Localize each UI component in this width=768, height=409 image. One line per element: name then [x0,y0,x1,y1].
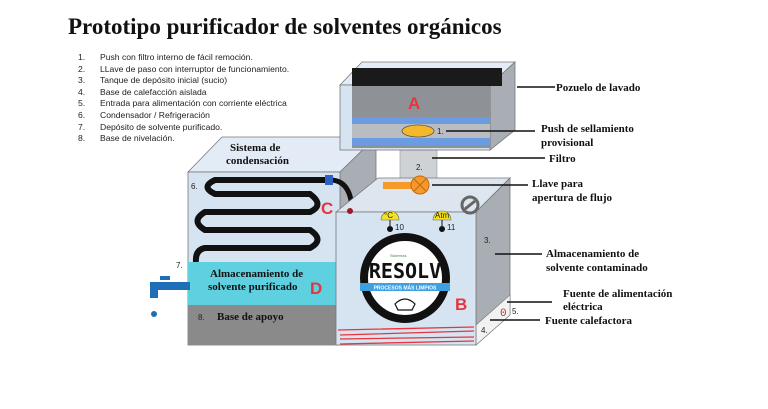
support-base [188,305,340,345]
page-title: Prototipo purificador de solventes orgán… [68,14,502,39]
legend-item: 7.Depósito de solvente purificado. [78,121,223,132]
svg-text:6.: 6. [191,182,198,191]
contaminated-tank: B 3. 4. 5. 0 Sistemas RESOLV PROCESOS MÁ… [334,177,519,346]
svg-text:Sistemas: Sistemas [390,253,406,258]
svg-text:4.: 4. [481,326,488,335]
flow-valve[interactable] [383,175,430,195]
svg-text:apertura de flujo: apertura de flujo [532,192,613,204]
svg-text:condensación: condensación [226,155,289,167]
label-push: Push de sellamiento [541,123,634,135]
svg-text:10: 10 [395,223,404,232]
purified-storage [188,262,340,305]
svg-text:°C: °C [384,211,393,220]
faucet-icon[interactable] [150,276,190,317]
label-pozuelo: Pozuelo de lavado [556,82,641,94]
resolv-logo: Sistemas RESOLV PROCESOS MÁS LIMPIOS [360,233,450,323]
heater-coil [337,326,475,345]
label-sistema: Sistema de [230,142,281,154]
legend-list: 1.Push con filtro interno de fácil remoc… [78,52,289,145]
svg-text:2.: 2. [416,163,423,172]
label-fuente-alimentacion: Fuente de alimentación [563,288,672,300]
svg-text:PROCESOS MÁS LIMPIOS: PROCESOS MÁS LIMPIOS [374,285,437,292]
svg-text:D: D [310,279,322,298]
svg-text:Base de apoyo: Base de apoyo [217,311,284,323]
legend-item: 6.Condensador / Refrigeración [78,109,210,120]
svg-text:1.: 1. [437,127,444,136]
svg-text:B: B [455,295,467,314]
legend-item: 3.Tanque de depósito inicial (sucio) [78,75,228,86]
svg-text:5.: 5. [512,307,519,316]
leader-lines [432,86,555,321]
svg-text:8.: 8. [198,313,205,322]
temperature-gauge: °C 10 [380,210,404,232]
label-llave: Llave para [532,178,584,190]
coil-connector [325,175,333,185]
legend-item: 4.Base de calefacción aislada [78,86,207,97]
drain-cap-icon [460,195,480,215]
svg-text:A: A [408,94,420,113]
pressure-gauge: Atm 11 [432,210,456,232]
power-plug-icon[interactable]: 0 [500,308,507,320]
svg-text:3.: 3. [484,236,491,245]
condenser-coil [192,177,330,263]
legend-item: 2.LLave de paso con interruptor de funci… [78,63,290,74]
legend-item: 5.Entrada para alimentación con corrient… [78,98,287,109]
marker-c: C [321,199,333,218]
legend-item: 1.Push con filtro interno de fácil remoc… [78,52,253,62]
svg-text:solvente purificado: solvente purificado [208,281,298,293]
svg-text:Almacenamiento de: Almacenamiento de [210,268,303,280]
label-filtro: Filtro [549,153,576,165]
svg-text:provisional: provisional [541,137,593,149]
svg-text:eléctrica: eléctrica [563,301,603,313]
svg-text:Atm: Atm [435,211,450,220]
seal-push[interactable] [401,124,435,138]
legend-item: 8.Base de nivelación. [78,133,175,144]
svg-text:RESOLV: RESOLV [369,259,441,283]
svg-text:7.: 7. [176,261,183,270]
label-fuente-calefactora: Fuente calefactora [545,315,633,327]
label-almacenamiento-contaminado: Almacenamiento de [546,248,639,260]
svg-text:11: 11 [447,223,456,232]
washing-basin: A 1. [339,61,517,151]
svg-text:solvente contaminado: solvente contaminado [546,262,648,274]
